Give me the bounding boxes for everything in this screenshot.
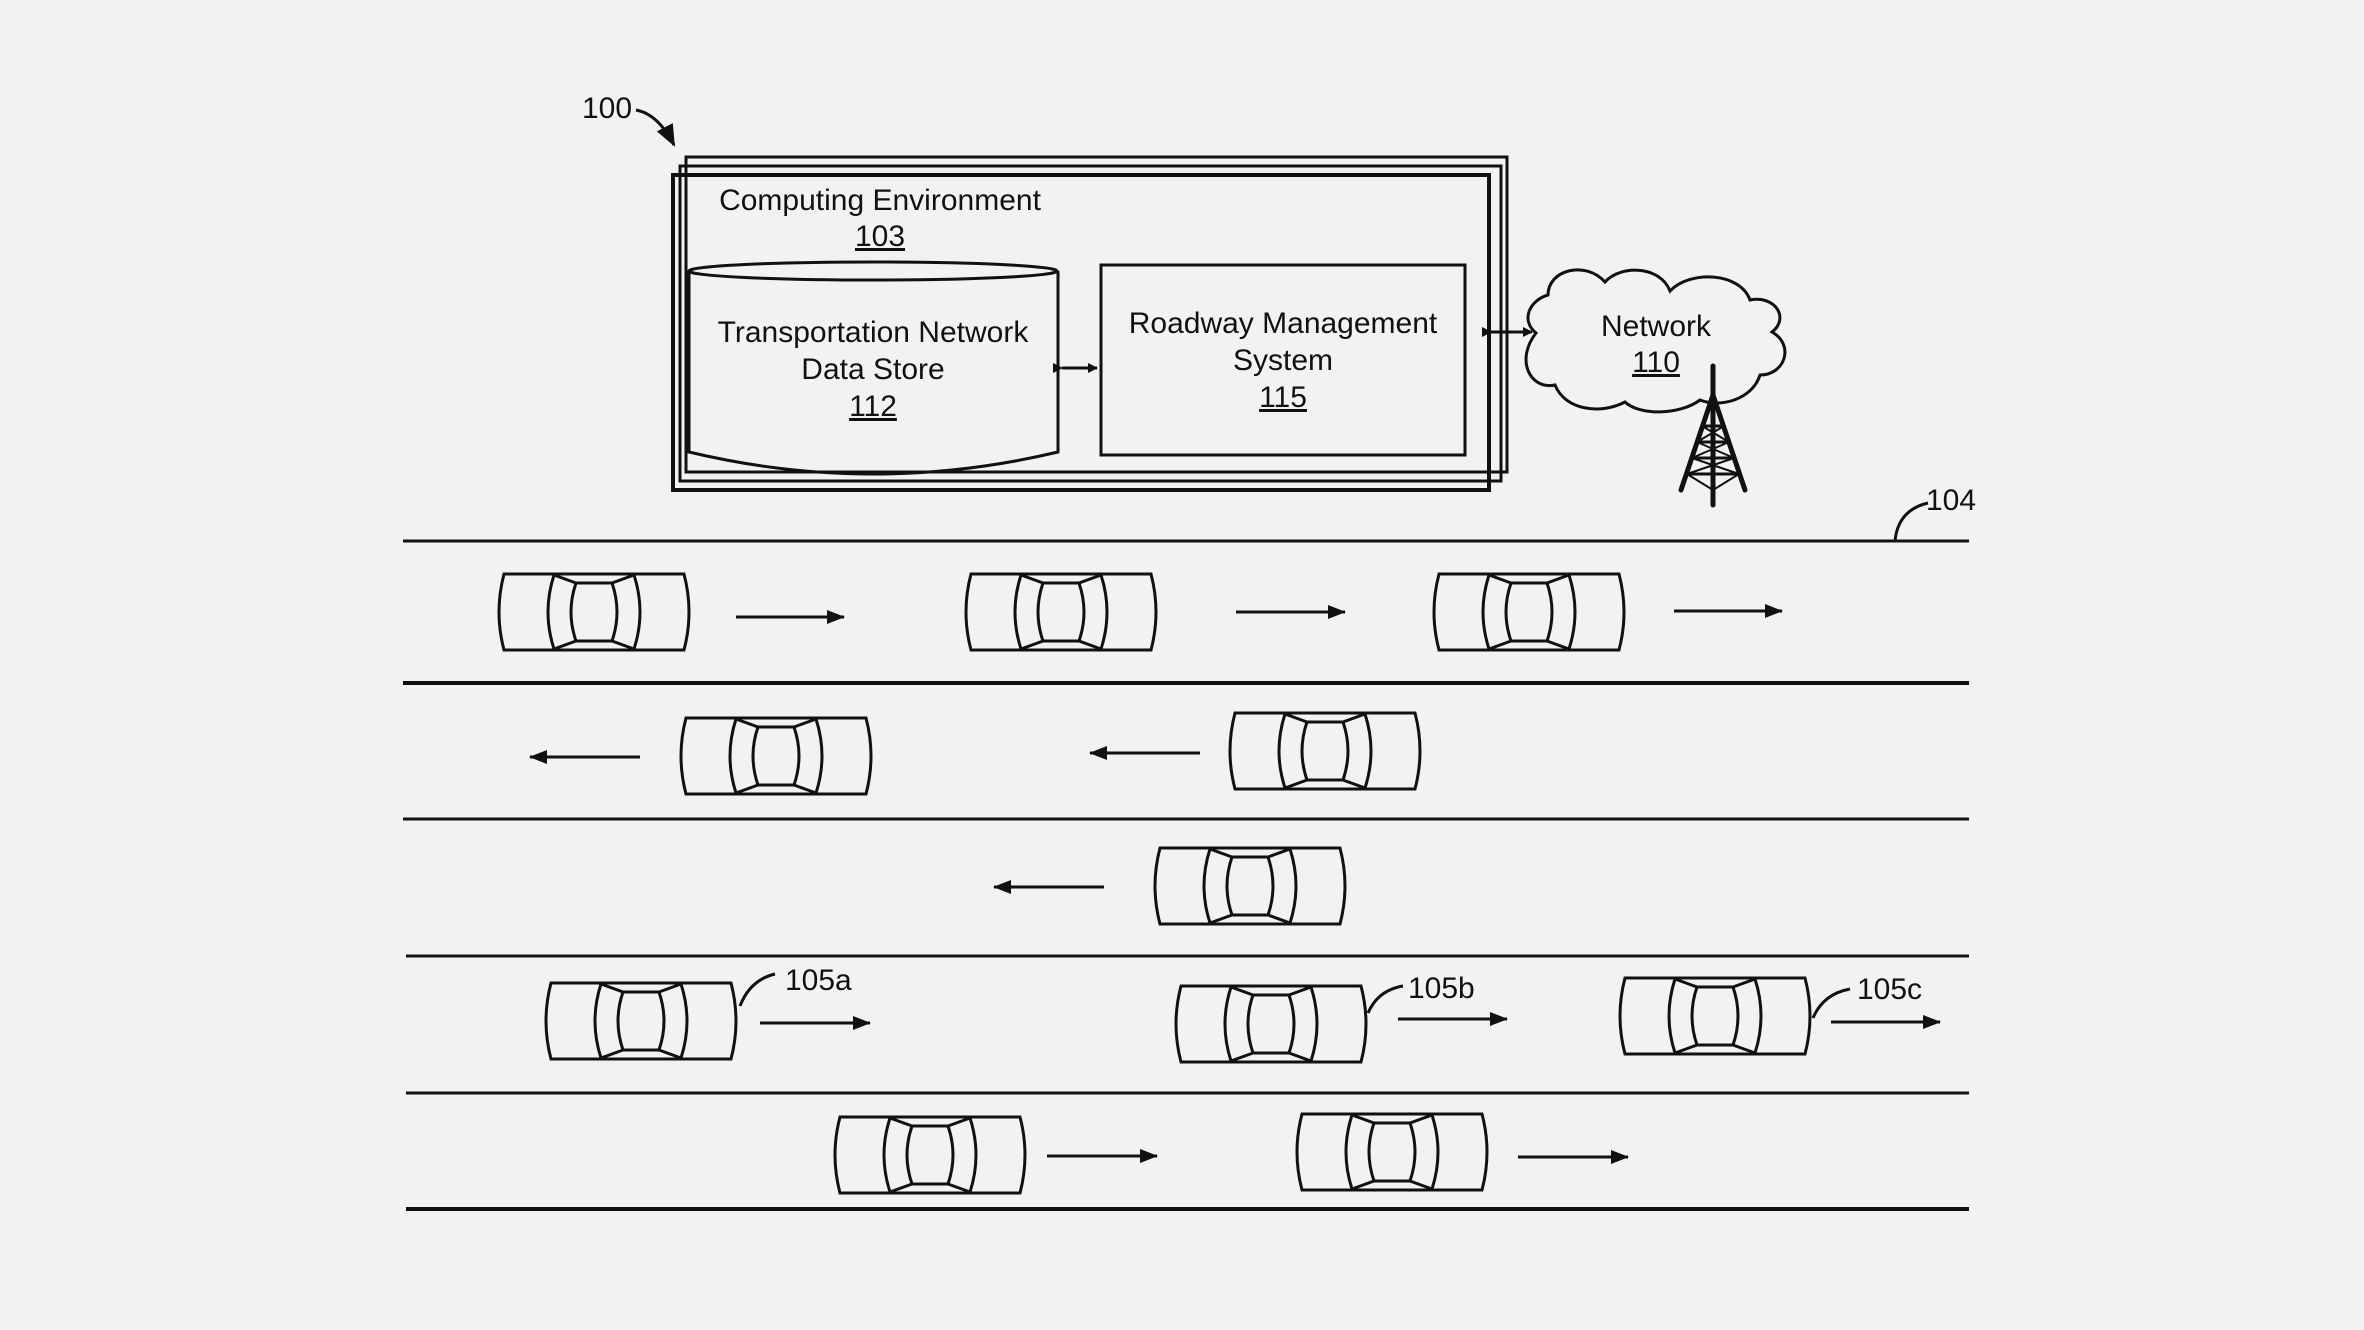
vehicle-pillars [1230, 985, 1312, 1063]
data-store-ref: 112 [849, 390, 897, 423]
vehicle-cabin-line [679, 983, 689, 1059]
system-ref-label: 100 [582, 92, 632, 125]
vehicle-cabin-line [546, 574, 556, 650]
vehicle-pillars [1674, 977, 1756, 1055]
vehicle-labels: 105a 105b 105c [738, 964, 1922, 1019]
vehicle-pillars [1284, 712, 1366, 790]
vehicle-cabin-line [1481, 574, 1491, 650]
vehicle-body [1432, 572, 1626, 652]
network-title: Network [1601, 310, 1712, 343]
stack-layer-back [684, 155, 1509, 474]
vehicle-cabin-line [1202, 848, 1212, 924]
vehicle-body [679, 716, 873, 796]
vehicle-cabin-line [1288, 848, 1298, 924]
vehicle [497, 572, 691, 652]
vehicle-pillars [1351, 1113, 1433, 1191]
vehicle-cabin-line [1223, 986, 1233, 1062]
rms-line2: System [1233, 344, 1333, 377]
vehicle-label-105b: 105b [1408, 972, 1475, 1005]
vehicle-cabin-line [1344, 1114, 1354, 1190]
vehicle-body [544, 981, 738, 1061]
vehicle-label-leader [1811, 987, 1851, 1019]
vehicle-cabin-line [1309, 986, 1319, 1062]
vehicle-cabin-line [1667, 978, 1677, 1054]
computing-environment-ref: 103 [855, 220, 905, 253]
roadway-ref-leader [1893, 501, 1929, 542]
vehicle-pillars [735, 717, 817, 795]
direction-arrows [529, 604, 1941, 1164]
data-store-top [687, 260, 1059, 282]
roadway-lines [403, 539, 1969, 1211]
vehicle-body [1153, 846, 1347, 926]
computing-environment-title: Computing Environment [719, 184, 1041, 217]
vehicle-body [1618, 976, 1812, 1056]
data-store: Transportation Network Data Store 112 [687, 260, 1060, 476]
vehicle-label-105a: 105a [785, 964, 852, 997]
system-reference: 100 [582, 92, 676, 147]
vehicle-cabin-line [728, 718, 738, 794]
vehicle-body [1174, 984, 1368, 1064]
vehicle-cabin-line [593, 983, 603, 1059]
vehicle [1174, 984, 1368, 1064]
vehicles [497, 572, 1812, 1195]
vehicle [1432, 572, 1626, 652]
data-store-line1: Transportation Network [718, 316, 1030, 349]
vehicle-cabin-line [1013, 574, 1023, 650]
vehicle-cabin-line [1363, 713, 1373, 789]
vehicle-body [497, 572, 691, 652]
vehicle-label-105c: 105c [1857, 973, 1922, 1006]
vehicle [679, 716, 873, 796]
vehicle-cabin-line [1099, 574, 1109, 650]
vehicle-cabin-line [1277, 713, 1287, 789]
vehicle [1295, 1112, 1489, 1192]
roadway-ref-label: 104 [1926, 484, 1976, 517]
vehicle-pillars [1209, 847, 1291, 925]
vehicle-pillars [889, 1116, 971, 1194]
vehicle-pillars [1488, 573, 1570, 651]
network: Network 110 [1524, 268, 1787, 508]
vehicle [1228, 711, 1422, 791]
vehicle-body [964, 572, 1158, 652]
vehicle-pillars [553, 573, 635, 651]
vehicle-label-leader [1366, 984, 1404, 1014]
vehicle-body [1295, 1112, 1489, 1192]
vehicle-cabin-line [1567, 574, 1577, 650]
network-ref: 110 [1632, 346, 1680, 379]
data-store-line2: Data Store [801, 353, 944, 386]
vehicle-label-leader [738, 972, 776, 1007]
vehicle [1618, 976, 1812, 1056]
roadway-reference: 104 [1893, 484, 1976, 542]
system-ref-arrow [635, 108, 676, 147]
vehicle-body [833, 1115, 1027, 1195]
vehicle [964, 572, 1158, 652]
roadway-management-system: Roadway Management System 115 [1099, 263, 1467, 457]
vehicle-cabin-line [968, 1117, 978, 1193]
vehicle-pillars [600, 982, 682, 1060]
vehicle-cabin-line [814, 718, 824, 794]
vehicle [1153, 846, 1347, 926]
rms-box [1099, 263, 1467, 457]
vehicle-cabin-line [882, 1117, 892, 1193]
vehicle-body [1228, 711, 1422, 791]
vehicle-cabin-line [632, 574, 642, 650]
network-cloud [1524, 268, 1787, 414]
data-store-body [687, 271, 1060, 476]
rms-line1: Roadway Management [1129, 307, 1438, 340]
stack-layer-middle [678, 164, 1503, 483]
vehicle [544, 981, 738, 1061]
vehicle-pillars [1020, 573, 1102, 651]
cell-tower-icon [1678, 363, 1748, 508]
vehicle-cabin-line [1753, 978, 1763, 1054]
vehicle [833, 1115, 1027, 1195]
rms-ref: 115 [1259, 381, 1307, 414]
vehicle-cabin-line [1430, 1114, 1440, 1190]
